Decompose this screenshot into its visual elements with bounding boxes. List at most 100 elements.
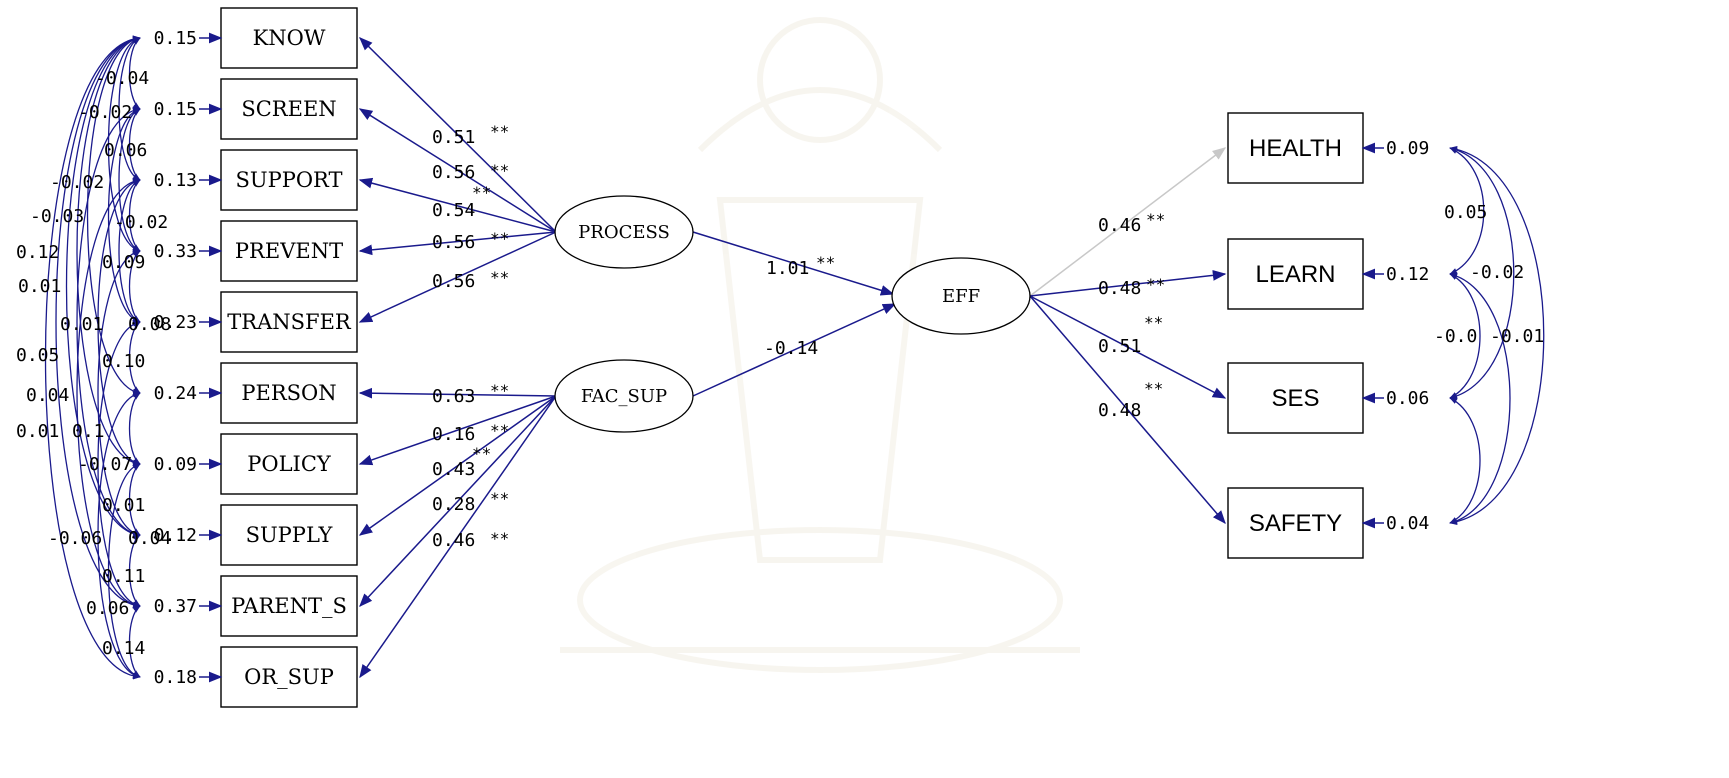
covariance-value: -0.06: [48, 528, 102, 549]
covariance-arc: [44, 35, 141, 680]
path-coefficient: -0.14: [764, 338, 818, 359]
significance-marker: **: [490, 229, 509, 248]
covariance-value: 0.10: [102, 351, 145, 372]
structural-arrow-process-eff: [692, 231, 895, 296]
path-coefficient: 0.56: [432, 232, 475, 253]
loading-arrow-eff-ses: [1029, 295, 1227, 399]
latent-label: PROCESS: [578, 222, 670, 243]
covariance-value: -0.02: [78, 102, 132, 123]
covariance-arc: [1449, 147, 1485, 275]
observed-label: PERSON: [241, 381, 336, 405]
path-coefficient: 0.46: [1098, 215, 1141, 236]
loading-arrow-fac-sup-person: [358, 387, 557, 399]
error-variance: 0.33: [154, 241, 197, 262]
path-coefficient: 0.56: [432, 162, 475, 183]
observed-label: LEARN: [1255, 261, 1335, 288]
significance-marker: **: [490, 381, 509, 400]
significance-marker: **: [490, 268, 509, 287]
covariance-value: -0.0: [1434, 326, 1477, 347]
significance-marker: **: [490, 489, 509, 508]
covariance-value: 0.01: [102, 495, 145, 516]
latent-fac-sup: FAC_SUP: [554, 359, 694, 433]
loading-arrow-eff-learn: [1029, 269, 1227, 297]
covariance-value: 0.08: [128, 314, 171, 335]
covariance-arc: [97, 249, 141, 537]
error-variance: 0.15: [154, 99, 197, 120]
covariance-arc: [1449, 146, 1515, 400]
covariance-arc: [1449, 273, 1481, 399]
covariance-value: -0.01: [1490, 326, 1544, 347]
covariance-value: -0.03: [30, 206, 84, 227]
observed-label: SUPPORT: [235, 168, 342, 192]
path-coefficient: 0.51: [1098, 336, 1141, 357]
observed-label: SUPPLY: [246, 523, 334, 547]
loading-arrow-process-screen: [358, 108, 557, 233]
path-coefficient: 0.46: [432, 530, 475, 551]
structural-arrow-fac-sup-eff: [692, 303, 897, 397]
observed-label: OR_SUP: [244, 665, 334, 689]
path-coefficient: 0.48: [1098, 400, 1141, 421]
covariance-value: -0.07: [78, 454, 132, 475]
covariance-value: -0.02: [114, 212, 168, 233]
covariance-arc: [118, 108, 141, 252]
covariance-arc: [97, 320, 141, 608]
covariance-arc: [97, 178, 141, 466]
covariance-arc: [1449, 397, 1481, 524]
covariance-arc: [107, 36, 141, 253]
significance-marker: **: [1144, 313, 1163, 332]
path-coefficient: 0.16: [432, 424, 475, 445]
left-covariance-arcs: -0.04-0.020.06-0.02-0.030.12-0.020.010.0…: [16, 35, 171, 680]
loading-arrow-fac-sup-supply: [358, 395, 557, 536]
covariance-value: 0.01: [60, 314, 103, 335]
significance-marker: **: [1146, 275, 1165, 294]
covariance-value: 0.04: [128, 528, 171, 549]
covariance-value: 0.12: [16, 242, 59, 263]
observed-label: KNOW: [253, 26, 326, 50]
loading-arrow-fac-sup-parent-s: [359, 395, 557, 607]
significance-marker: **: [816, 253, 835, 272]
significance-marker: **: [490, 421, 509, 440]
covariance-value: 0.09: [102, 252, 145, 273]
covariance-arc: [118, 37, 141, 181]
covariance-arc: [76, 106, 141, 538]
path-coefficient: 1.01: [766, 258, 809, 279]
path-coefficient: 0.54: [432, 200, 475, 221]
observed-label: POLICY: [247, 452, 332, 476]
covariance-arc: [86, 35, 141, 396]
covariance-value: 0.14: [102, 638, 145, 659]
path-coefficient: 0.63: [432, 386, 475, 407]
observed-box-know: KNOW 0.15: [154, 7, 358, 69]
path-coefficient: 0.48: [1098, 278, 1141, 299]
latent-label: FAC_SUP: [581, 386, 667, 407]
covariance-arc: [65, 35, 141, 538]
latent-eff: EFF: [891, 257, 1031, 335]
error-variance: 0.06: [1386, 388, 1429, 409]
observed-label: PREVENT: [235, 239, 343, 263]
loading-arrow-process-prevent: [358, 231, 557, 256]
watermark-emblem: [560, 17, 1080, 673]
error-variance: 0.09: [154, 454, 197, 475]
error-variance: 0.37: [154, 596, 197, 617]
covariance-value: 0.06: [104, 140, 147, 161]
observed-label: PARENT_S: [231, 594, 347, 618]
observed-label: TRANSFER: [227, 310, 352, 334]
error-variance: 0.15: [154, 28, 197, 49]
covariance-value: 0.05: [16, 345, 59, 366]
significance-marker: **: [472, 183, 491, 202]
significance-marker: **: [1144, 379, 1163, 398]
error-variance: 0.18: [154, 667, 197, 688]
latent-process: PROCESS: [554, 195, 694, 269]
loading-arrow-eff-health: [1029, 147, 1227, 297]
significance-marker: **: [490, 122, 509, 141]
covariance-value: -0.04: [95, 68, 149, 89]
path-coefficient: 0.56: [432, 271, 475, 292]
covariance-arc: [1449, 272, 1511, 525]
loading-arrow-process-transfer: [358, 231, 557, 323]
latent-label: EFF: [942, 286, 980, 307]
observed-label: SES: [1271, 385, 1319, 412]
covariance-value: 0.01: [16, 421, 59, 442]
